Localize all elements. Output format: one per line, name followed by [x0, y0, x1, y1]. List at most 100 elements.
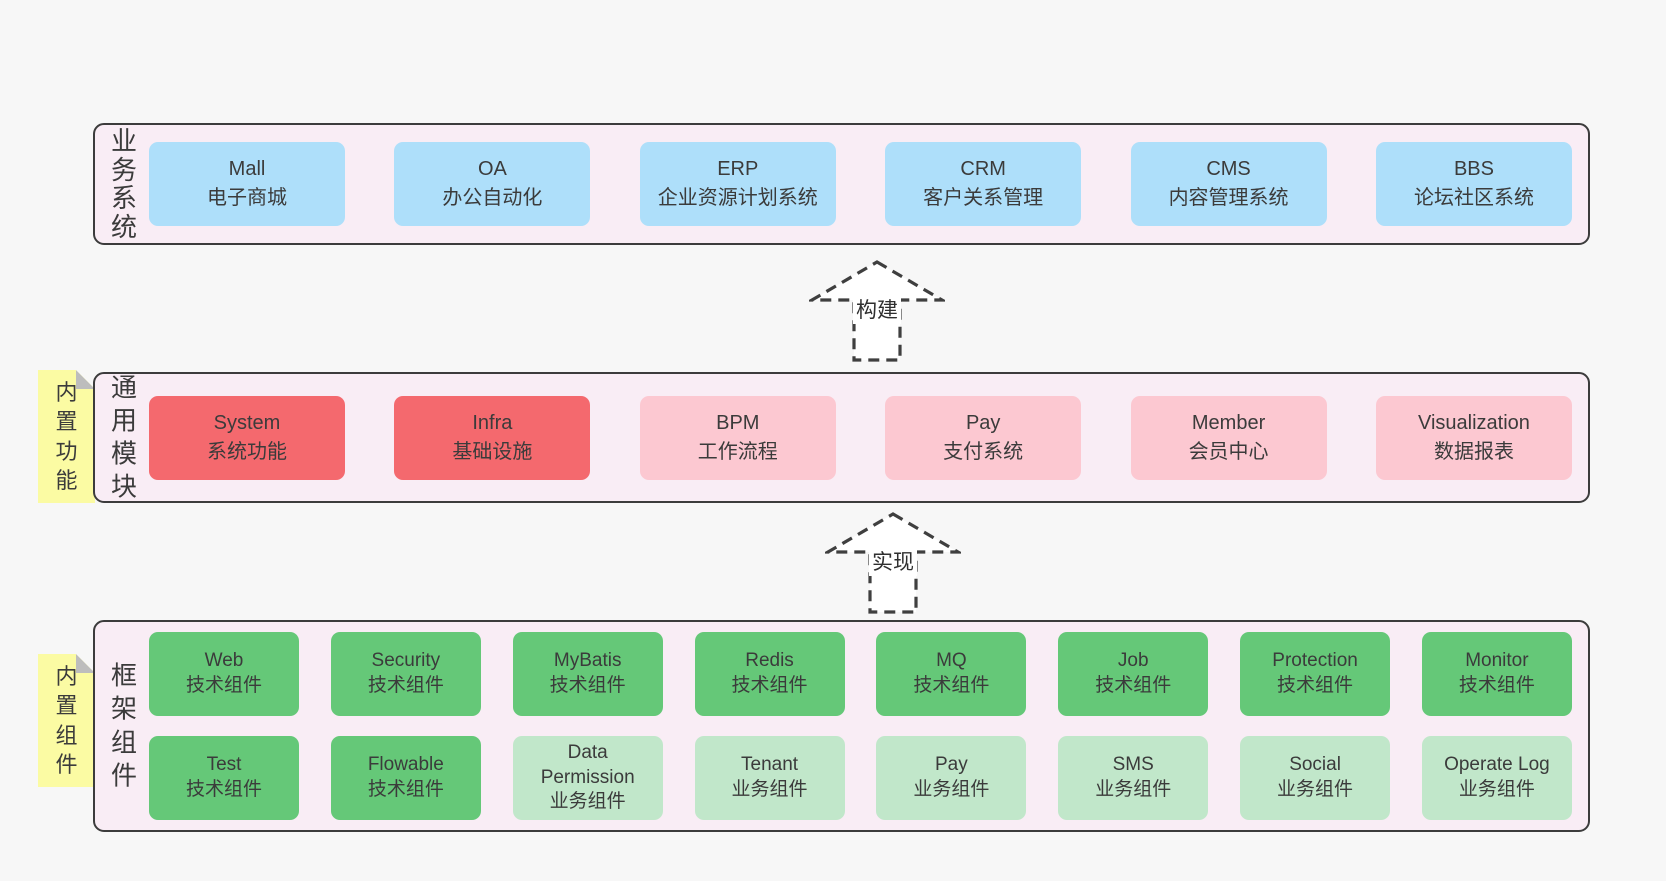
- box-name: Protection: [1272, 650, 1358, 672]
- box-desc: 工作流程: [697, 440, 778, 463]
- box-name: ERP: [717, 158, 759, 180]
- box-infra: Infra 基础设施: [394, 395, 591, 480]
- box-desc: 数据报表: [1433, 440, 1514, 463]
- box-desc: 系统功能: [207, 440, 287, 463]
- box-name: MQ: [936, 650, 967, 672]
- box-name: Pay: [935, 754, 968, 776]
- box-desc: 基础设施: [452, 440, 533, 463]
- box-desc: 业务组件: [731, 779, 808, 800]
- box-sms: SMS 业务组件: [1058, 736, 1209, 820]
- box-protection: Protection 技术组件: [1240, 632, 1391, 716]
- box-name: BPM: [716, 411, 760, 434]
- box-member: Member 会员中心: [1130, 395, 1327, 480]
- implement-arrow-up-icon: 实现: [825, 510, 961, 616]
- box-desc: 技术组件: [367, 779, 444, 800]
- box-security: Security 技术组件: [330, 632, 481, 716]
- band-label-business-systems: 业务系统: [110, 125, 137, 242]
- box-name: System: [213, 411, 281, 434]
- box-name: SMS: [1112, 754, 1154, 776]
- box-bbs: BBS 论坛社区系统: [1375, 142, 1572, 226]
- box-desc: 支付系统: [943, 440, 1024, 463]
- box-desc: 技术组件: [549, 675, 626, 696]
- modules-box-row: System 系统功能 Infra 基础设施 BPM 工作流程 Pay 支付系统…: [149, 395, 1572, 480]
- components-box-row-1: Web 技术组件 Security 技术组件 MyBatis 技术组件 Redi…: [149, 632, 1572, 716]
- box-desc: 企业资源计划系统: [657, 187, 818, 209]
- box-name: Security: [371, 650, 441, 672]
- box-name: Social: [1289, 754, 1341, 776]
- box-cms: CMS 内容管理系统: [1130, 142, 1327, 226]
- box-desc: 业务组件: [913, 779, 990, 800]
- box-name: Monitor: [1465, 650, 1529, 672]
- box-visualization: Visualization 数据报表: [1375, 395, 1572, 480]
- band-business-systems: 业务系统 Mall 电子商城 OA 办公自动化 ERP 企业资源计划系统 CRM…: [93, 123, 1590, 245]
- box-name: Tenant: [741, 754, 799, 776]
- box-monitor: Monitor 技术组件: [1421, 632, 1572, 716]
- box-desc: 业务组件: [1277, 779, 1354, 800]
- box-mq: MQ 技术组件: [876, 632, 1027, 716]
- box-flowable: Flowable 技术组件: [330, 736, 481, 820]
- box-social: Social 业务组件: [1240, 736, 1391, 820]
- box-desc: 技术组件: [1277, 675, 1354, 696]
- box-web: Web 技术组件: [149, 632, 299, 716]
- box-data-permission: Data Permission 业务组件: [512, 736, 663, 820]
- box-desc: 客户关系管理: [923, 187, 1044, 209]
- build-arrow-up-icon: 构建: [809, 258, 945, 364]
- box-name: BBS: [1453, 158, 1494, 180]
- box-desc: 业务组件: [549, 791, 626, 813]
- band-label-framework-components: 框架组件: [110, 660, 137, 791]
- box-name: Data Permission: [540, 741, 635, 788]
- box-desc: 技术组件: [1458, 675, 1535, 696]
- box-desc: 技术组件: [367, 675, 444, 696]
- box-desc: 技术组件: [1095, 675, 1172, 696]
- box-name: Redis: [745, 650, 794, 672]
- box-desc: 技术组件: [913, 675, 990, 696]
- box-operate-log: Operate Log 业务组件: [1421, 736, 1572, 820]
- box-pay-business: Pay 业务组件: [876, 736, 1027, 820]
- box-name: CMS: [1206, 158, 1251, 180]
- box-tenant: Tenant 业务组件: [694, 736, 845, 820]
- box-mybatis: MyBatis 技术组件: [512, 632, 663, 716]
- box-name: CRM: [960, 158, 1006, 180]
- box-oa: OA 办公自动化: [394, 142, 591, 226]
- band-common-modules: 通用模块 System 系统功能 Infra 基础设施 BPM 工作流程 Pay…: [93, 372, 1590, 503]
- box-redis: Redis 技术组件: [694, 632, 845, 716]
- build-arrow-label: 构建: [853, 294, 901, 324]
- box-desc: 电子商城: [207, 187, 287, 209]
- box-desc: 办公自动化: [442, 187, 543, 209]
- box-crm: CRM 客户关系管理: [885, 142, 1082, 226]
- box-desc: 技术组件: [731, 675, 808, 696]
- box-desc: 业务组件: [1458, 779, 1535, 800]
- box-name: Infra: [472, 411, 513, 434]
- band-label-common-modules: 通用模块: [110, 371, 137, 502]
- box-name: Mall: [228, 158, 266, 180]
- box-desc: 业务组件: [1095, 779, 1172, 800]
- band-framework-components: 框架组件 Web 技术组件 Security 技术组件 MyBatis 技术组件…: [93, 620, 1590, 832]
- box-name: Member: [1191, 411, 1266, 434]
- components-box-row-2: Test 技术组件 Flowable 技术组件 Data Permission …: [149, 736, 1572, 820]
- sticky-note-label: 内置组件: [55, 664, 78, 777]
- box-bpm: BPM 工作流程: [639, 395, 836, 480]
- box-name: Visualization: [1417, 411, 1530, 434]
- box-desc: 内容管理系统: [1168, 187, 1289, 209]
- box-name: Operate Log: [1444, 754, 1550, 776]
- box-desc: 会员中心: [1188, 440, 1269, 463]
- box-desc: 论坛社区系统: [1413, 187, 1534, 209]
- box-name: Pay: [965, 411, 1001, 434]
- box-job: Job 技术组件: [1058, 632, 1209, 716]
- sticky-note-builtin-components: 内置组件: [38, 654, 95, 787]
- box-desc: 技术组件: [185, 779, 262, 800]
- sticky-note-label: 内置功能: [55, 380, 78, 493]
- box-mall: Mall 电子商城: [149, 142, 345, 226]
- box-test: Test 技术组件: [149, 736, 299, 820]
- implement-arrow-label: 实现: [869, 546, 917, 576]
- box-pay: Pay 支付系统: [885, 395, 1082, 480]
- sticky-note-builtin-features: 内置功能: [38, 370, 95, 503]
- box-erp: ERP 企业资源计划系统: [639, 142, 836, 226]
- box-name: Flowable: [367, 754, 444, 776]
- box-name: OA: [477, 158, 507, 180]
- box-name: Test: [206, 754, 242, 776]
- box-name: MyBatis: [553, 650, 622, 672]
- business-box-row: Mall 电子商城 OA 办公自动化 ERP 企业资源计划系统 CRM 客户关系…: [149, 142, 1572, 226]
- box-name: Job: [1117, 650, 1149, 672]
